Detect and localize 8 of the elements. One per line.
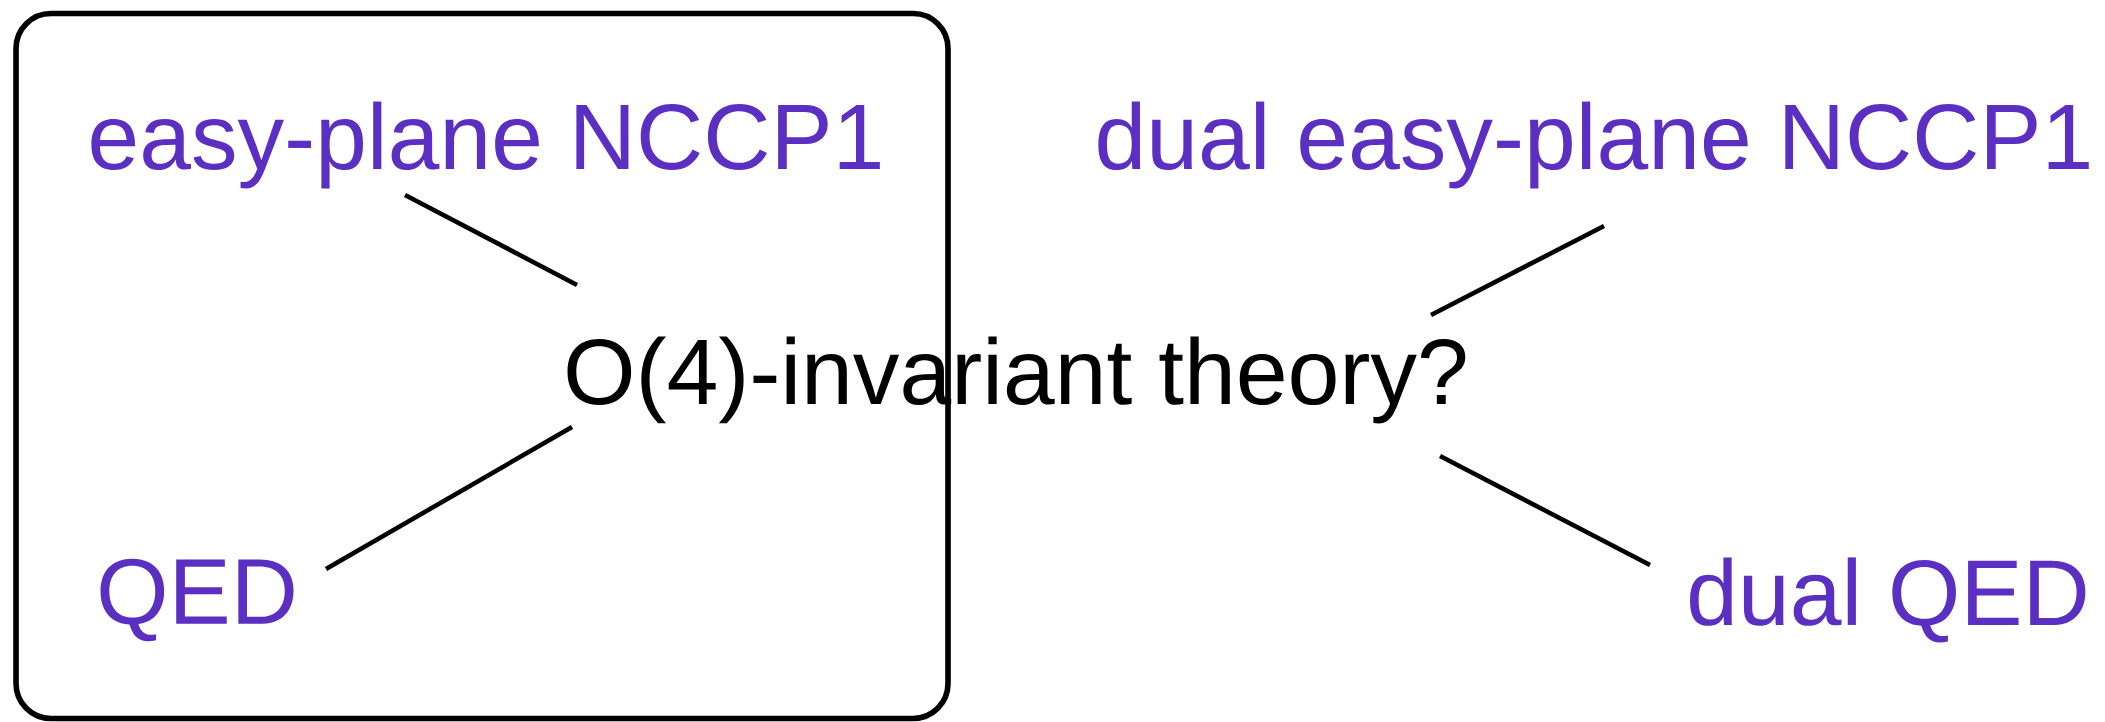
model-label: dual QED (1690, 557, 2086, 643)
connector-line (1429, 223, 1606, 318)
model-label: dual easy-plane NCCP1 (1098, 101, 2089, 189)
connector-line (324, 425, 574, 571)
connector-line (1438, 453, 1652, 567)
model-label: easy-plane NCCP1 (91, 101, 880, 189)
model-label: QED (100, 558, 294, 642)
connector-line (403, 192, 579, 287)
